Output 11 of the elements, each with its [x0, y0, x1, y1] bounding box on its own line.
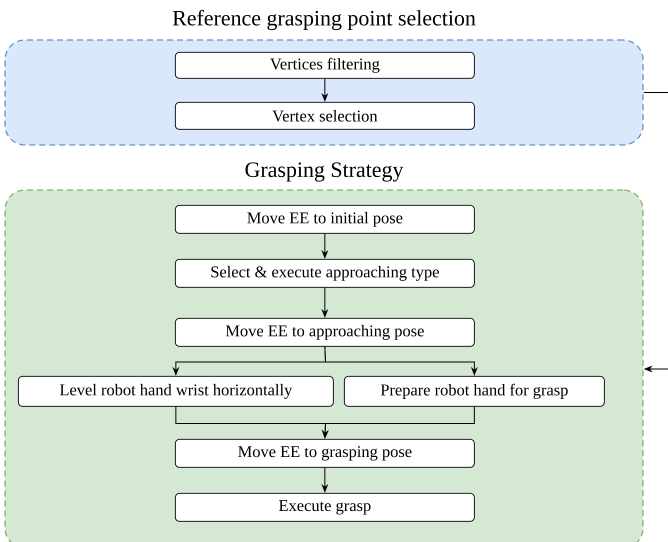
- process-box: Execute grasp: [174, 492, 475, 522]
- process-box: Level robot hand wrist horizontally: [18, 376, 334, 407]
- process-box: Move EE to grasping pose: [174, 438, 475, 468]
- process-box: Vertex selection: [174, 102, 475, 130]
- process-box: Select & execute approaching type: [174, 258, 475, 288]
- group-heading: Reference grasping point selection: [172, 10, 476, 30]
- process-box: Prepare robot hand for grasp: [344, 376, 605, 407]
- process-box: Vertices filtering: [174, 52, 475, 79]
- group-heading: Grasping Strategy: [245, 162, 404, 182]
- process-box: Move EE to initial pose: [174, 204, 475, 234]
- process-box: Move EE to approaching pose: [174, 318, 475, 347]
